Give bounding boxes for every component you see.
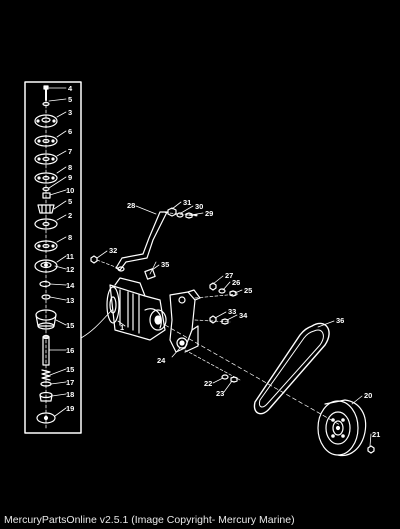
callout-31: 31 <box>183 198 191 207</box>
callout-4: 4 <box>68 84 73 93</box>
callout-18: 18 <box>66 390 74 399</box>
callout-15: 15 <box>66 321 74 330</box>
part-oring-14 <box>39 280 51 288</box>
adjusting-arm-28 <box>115 211 168 272</box>
callout-24: 24 <box>157 356 166 365</box>
pulley-bolt-21 <box>367 445 375 454</box>
callout-12: 12 <box>66 265 74 274</box>
callout-23: 23 <box>216 389 224 398</box>
part-shaft-16 <box>42 334 50 366</box>
callout-10: 10 <box>66 186 74 195</box>
callout-25: 25 <box>244 286 252 295</box>
callout-6: 6 <box>68 127 72 136</box>
callout-5: 5 <box>68 95 72 104</box>
spacer-35 <box>144 261 157 280</box>
callout-21: 21 <box>372 430 380 439</box>
callout-26: 26 <box>232 278 240 287</box>
callout-13: 13 <box>66 296 74 305</box>
callout-2: 2 <box>68 211 72 220</box>
callout-7: 7 <box>68 147 72 156</box>
callout-33: 33 <box>228 307 236 316</box>
callout-36: 36 <box>336 316 344 325</box>
part-housing-12 <box>34 259 58 273</box>
exploded-parts-panel <box>24 81 82 434</box>
main-leaders <box>96 201 372 447</box>
part-rotor <box>37 204 55 214</box>
part-ring-9 <box>42 186 50 192</box>
callout-19: 19 <box>66 404 74 413</box>
callout-16: 16 <box>66 346 74 355</box>
leader-kit-to-pump <box>80 309 113 339</box>
callout-3: 3 <box>68 108 72 117</box>
bolt-34 <box>221 318 229 325</box>
washer-30 <box>176 212 184 218</box>
callout-17: 17 <box>66 378 74 387</box>
part-plate-2 <box>34 218 58 230</box>
part-spring-15 <box>41 369 51 381</box>
callout-35: 35 <box>161 260 169 269</box>
callout-14: 14 <box>66 281 75 290</box>
callout-8b: 8 <box>68 233 72 242</box>
image-caption: MercuryPartsOnline v2.5.1 (Image Copyrig… <box>4 514 295 526</box>
callout-11: 11 <box>66 252 74 261</box>
bolt-25 <box>229 290 237 297</box>
hardware <box>90 207 341 426</box>
callout-30: 30 <box>195 202 203 211</box>
part-cap-3 <box>34 114 58 128</box>
part-screw-4 <box>43 85 49 101</box>
parts-panel-leaders <box>48 87 67 417</box>
part-seal-17 <box>40 381 52 387</box>
part-plate-7 <box>34 153 58 165</box>
callout-20: 20 <box>364 391 372 400</box>
callout-32: 32 <box>109 246 117 255</box>
drive-belt-36 <box>253 322 330 415</box>
pump-assembly <box>80 277 167 341</box>
callout-15b: 15 <box>66 365 74 374</box>
callout-29: 29 <box>205 209 213 218</box>
part-plate-8 <box>34 172 58 184</box>
callout-labels: 4 5 3 6 7 8 9 10 5 2 8 11 12 14 13 15 16… <box>66 84 380 439</box>
callout-34: 34 <box>239 311 248 320</box>
part-washer-5 <box>42 101 50 107</box>
washer-22 <box>221 374 229 380</box>
part-endplate-19 <box>36 412 56 424</box>
callout-9: 9 <box>68 173 72 182</box>
nut-27 <box>209 282 217 291</box>
pulley-20 <box>317 399 367 457</box>
nut-33 <box>209 315 217 324</box>
callout-1: 1 <box>120 323 124 332</box>
washer-26 <box>218 288 226 294</box>
callout-22: 22 <box>204 379 212 388</box>
callout-27: 27 <box>225 271 233 280</box>
mounting-bracket-24 <box>169 289 201 353</box>
screw-32 <box>90 255 119 269</box>
callout-28: 28 <box>127 201 135 210</box>
callout-8: 8 <box>68 163 72 172</box>
part-plate-6 <box>34 135 58 147</box>
part-body-15 <box>35 309 57 330</box>
part-key-10 <box>42 192 51 199</box>
part-plate-8b <box>34 240 58 252</box>
part-cup-18 <box>39 391 53 402</box>
parts-panel-frame <box>24 81 82 434</box>
callout-5b: 5 <box>68 197 72 206</box>
